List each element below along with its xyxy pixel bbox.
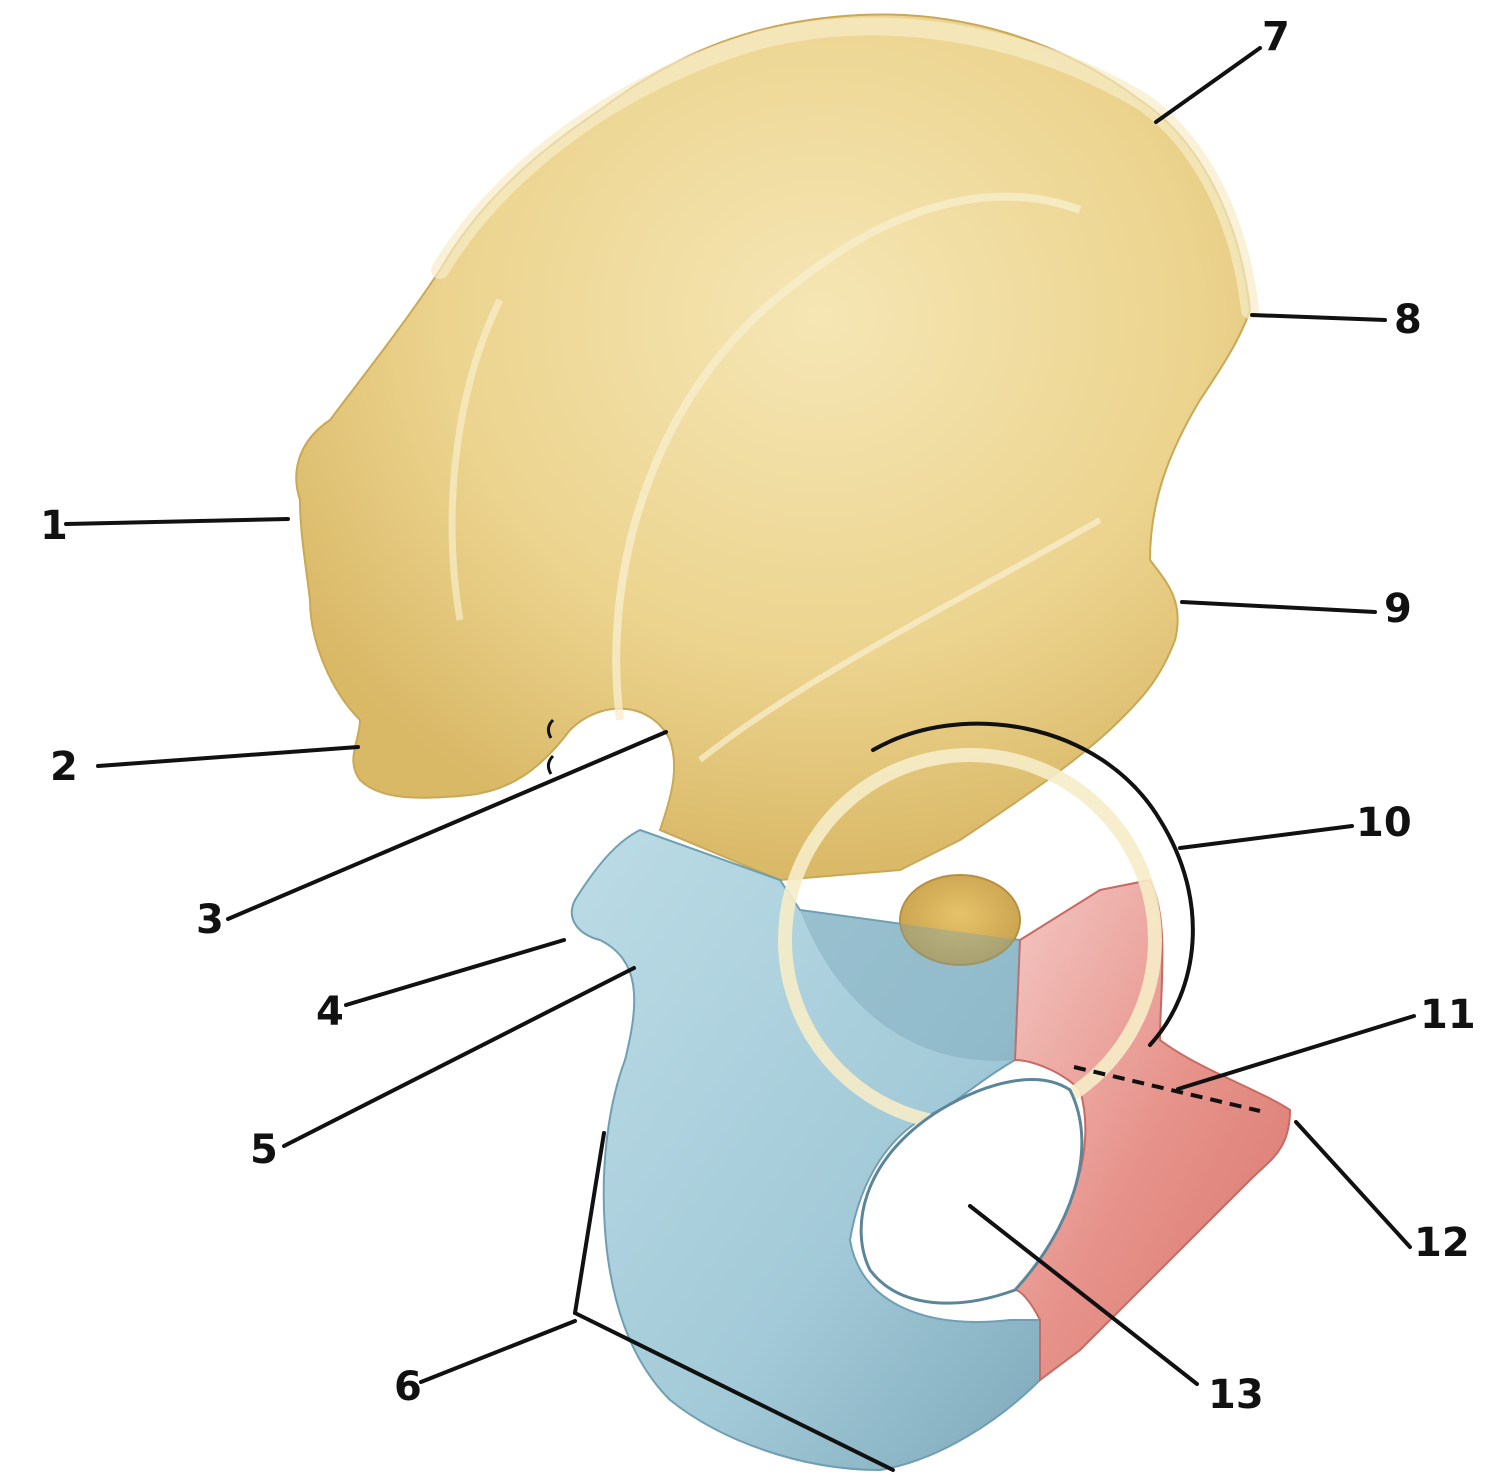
label-6: 6 [394, 1364, 422, 1410]
label-1: 1 [40, 503, 68, 549]
iliac-crest [431, 17, 1259, 319]
leader-2 [96, 745, 360, 768]
leader-6-lower [573, 1311, 895, 1472]
leader-12 [1294, 1120, 1412, 1249]
leader-6-upper [573, 1131, 606, 1315]
leader-10-arc [871, 721, 1195, 1047]
label-10: 10 [1356, 800, 1412, 846]
leader-10 [1178, 824, 1354, 850]
lunate-surface-blue [800, 910, 1020, 1061]
notch-marker-upper [546, 718, 555, 739]
label-2: 2 [50, 744, 78, 790]
leader-11-dashed [1073, 1065, 1261, 1113]
label-13: 13 [1208, 1372, 1264, 1418]
gluteal-line-inferior [698, 517, 1102, 763]
leader-11 [1176, 1014, 1416, 1091]
gluteal-line-anterior [612, 192, 1082, 721]
leader-1 [64, 517, 290, 526]
leader-6-label [419, 1319, 577, 1384]
notch-marker-lower [546, 754, 555, 775]
ischium-region [570, 828, 1041, 1472]
acetabulum-fossa [899, 874, 1021, 966]
leader-3 [226, 730, 668, 921]
label-8: 8 [1394, 297, 1422, 343]
leader-5 [282, 966, 636, 1148]
pubis-region [1012, 878, 1292, 1382]
label-9: 9 [1384, 586, 1412, 632]
leader-4 [344, 938, 566, 1007]
leader-8 [1250, 313, 1387, 322]
leader-9 [1180, 600, 1377, 614]
leader-13 [968, 1204, 1199, 1386]
leader-7 [1154, 46, 1262, 124]
label-3: 3 [196, 897, 224, 943]
label-4: 4 [316, 989, 344, 1035]
obturator-foramen [859, 1078, 1084, 1305]
gluteal-line-posterior [448, 298, 504, 621]
label-12: 12 [1414, 1220, 1470, 1266]
ilium-region [295, 13, 1252, 882]
label-11: 11 [1420, 992, 1476, 1038]
label-5: 5 [250, 1127, 278, 1173]
label-7: 7 [1262, 14, 1290, 60]
